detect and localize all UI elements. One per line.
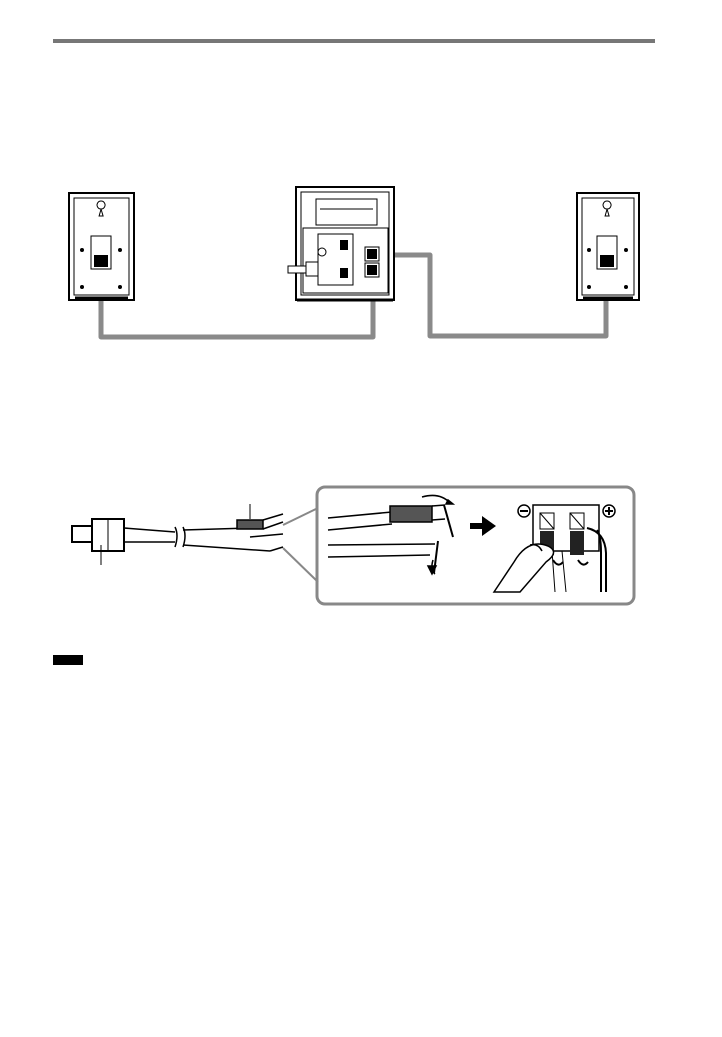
note-badge <box>53 655 83 665</box>
plus-terminal-icon <box>603 505 615 517</box>
minus-terminal-icon <box>518 505 530 517</box>
speaker-cord <box>124 514 283 551</box>
speaker-cord-connector <box>72 519 124 564</box>
